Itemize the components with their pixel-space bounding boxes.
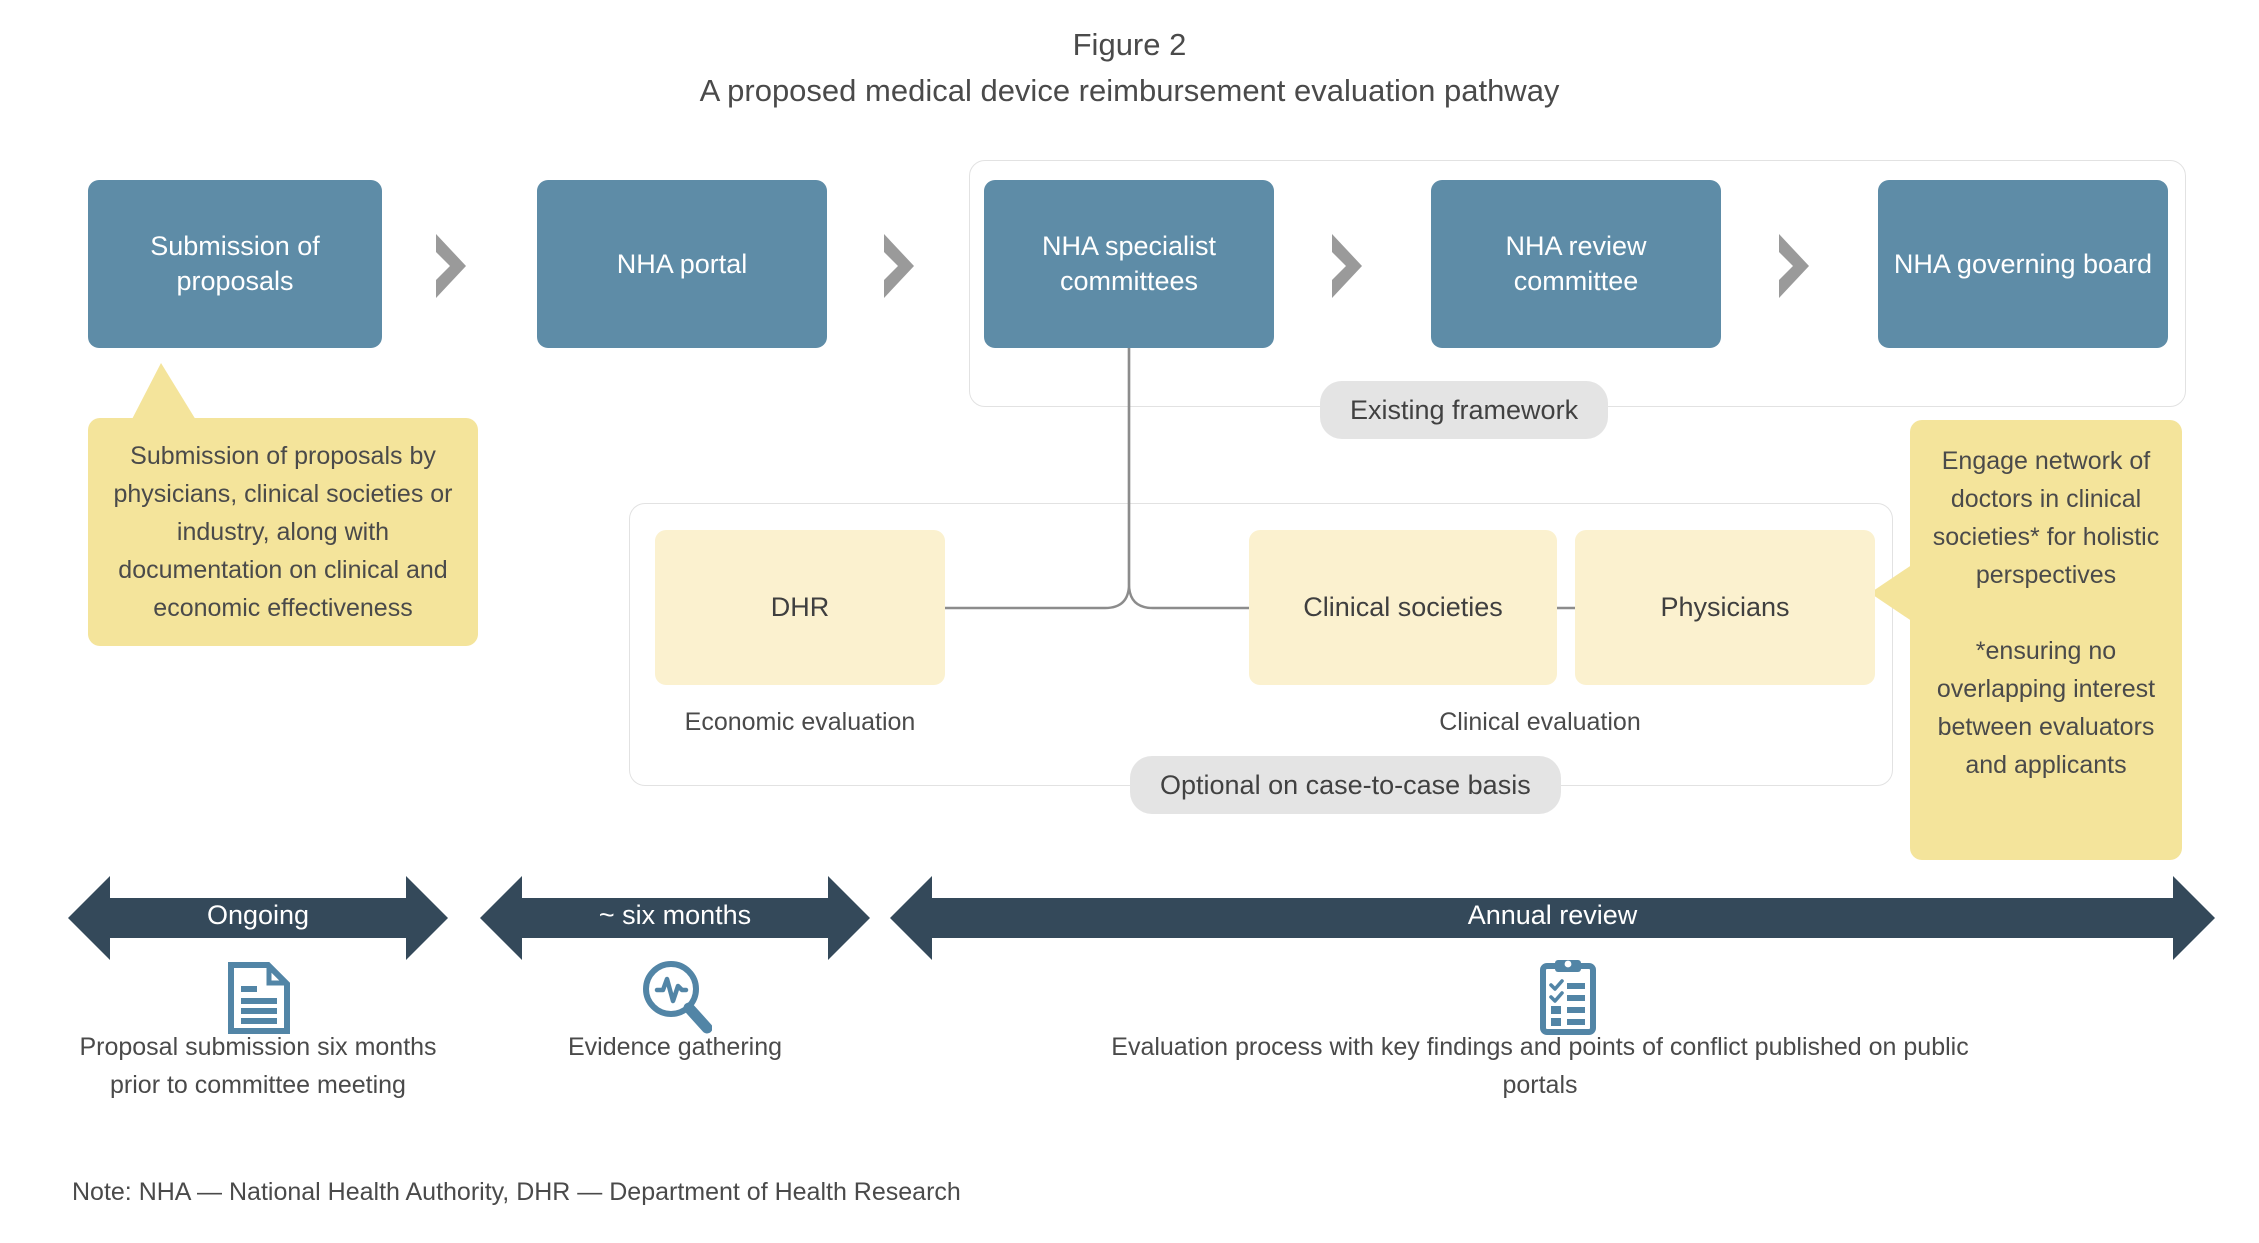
figure-subtitle: A proposed medical device reimbursement …: [699, 73, 1560, 108]
process-box-label: NHA specialist committees: [1041, 231, 1217, 296]
eval-box-label: Clinical societies: [1303, 592, 1503, 622]
figure-title: Figure 2 A proposed medical device reimb…: [0, 22, 2259, 114]
optional-pill: Optional on case-to-case basis: [1130, 756, 1561, 814]
timeline-arrow-annual-review: [890, 876, 2215, 960]
process-box-nha-portal[interactable]: NHA portal: [537, 180, 827, 348]
timeline-caption-annual-review: Evaluation process with key findings and…: [1090, 1028, 1990, 1104]
clipboard-checklist-icon: [1540, 960, 1596, 1035]
timeline-arrow-six-months: [480, 876, 870, 960]
process-box-submission-of-proposals[interactable]: Submission of proposals: [88, 180, 382, 348]
timeline-caption-text: Evaluation process with key findings and…: [1111, 1033, 1969, 1099]
timeline-caption-text: Evidence gathering: [567, 1033, 783, 1061]
callout-right-paragraph-1: Engage network of doctors in clinical so…: [1932, 447, 2160, 589]
callout-right-paragraph-2: *ensuring no overlapping interest betwee…: [1936, 637, 2156, 779]
eval-box-clinical-societies[interactable]: Clinical societies: [1249, 530, 1557, 685]
eval-box-dhr[interactable]: DHR: [655, 530, 945, 685]
chevron-right-icon-3: [1332, 234, 1362, 298]
figure-number: Figure 2: [1072, 27, 1187, 62]
figure-note: Note: NHA — National Health Authority, D…: [72, 1178, 961, 1206]
process-box-label: NHA governing board: [1893, 248, 2153, 279]
chevron-right-icon-4: [1779, 234, 1809, 298]
timeline-caption-text: Proposal submission six months prior to …: [79, 1033, 437, 1099]
process-box-label: NHA portal: [616, 248, 748, 279]
chevron-right-icon-1: [436, 234, 466, 298]
document-icon: [228, 962, 290, 1034]
evidence-magnifier-icon: [643, 961, 712, 1034]
sublabel-text: Clinical evaluation: [1439, 708, 1641, 736]
eval-box-physicians[interactable]: Physicians: [1575, 530, 1875, 685]
optional-pill-label: Optional on case-to-case basis: [1160, 770, 1531, 800]
process-box-nha-governing-board[interactable]: NHA governing board: [1878, 180, 2168, 348]
sublabel-text: Economic evaluation: [684, 708, 916, 736]
existing-framework-pill-label: Existing framework: [1350, 395, 1579, 425]
timeline-caption-six-months: Evidence gathering: [560, 1028, 790, 1066]
timeline-label-six-months: ~ six months: [480, 900, 870, 931]
callout-left-submission: Submission of proposals by physicians, c…: [88, 418, 478, 646]
callout-left-text: Submission of proposals by physicians, c…: [113, 442, 453, 622]
timeline-label-ongoing: Ongoing: [68, 900, 448, 931]
callout-right-engage-network: Engage network of doctors in clinical so…: [1910, 420, 2182, 860]
timeline-label-text: Annual review: [1467, 900, 1638, 930]
timeline-label-text: ~ six months: [598, 900, 752, 930]
timeline-arrow-ongoing: [68, 876, 448, 960]
timeline-caption-ongoing: Proposal submission six months prior to …: [78, 1028, 438, 1104]
chevron-right-icon-2: [884, 234, 914, 298]
timeline-label-annual-review: Annual review: [890, 900, 2215, 931]
process-box-label: Submission of proposals: [150, 231, 320, 296]
process-box-label: NHA review committee: [1505, 231, 1647, 296]
sublabel-clinical-evaluation: Clinical evaluation: [1395, 708, 1685, 737]
callout-tail-left: [129, 363, 199, 425]
eval-box-label: Physicians: [1660, 592, 1790, 622]
existing-framework-pill: Existing framework: [1320, 381, 1609, 439]
eval-box-label: DHR: [770, 592, 830, 622]
timeline-label-text: Ongoing: [206, 900, 310, 930]
process-box-nha-specialist-committees[interactable]: NHA specialist committees: [984, 180, 1274, 348]
sublabel-economic-evaluation: Economic evaluation: [655, 708, 945, 737]
process-box-nha-review-committee[interactable]: NHA review committee: [1431, 180, 1721, 348]
